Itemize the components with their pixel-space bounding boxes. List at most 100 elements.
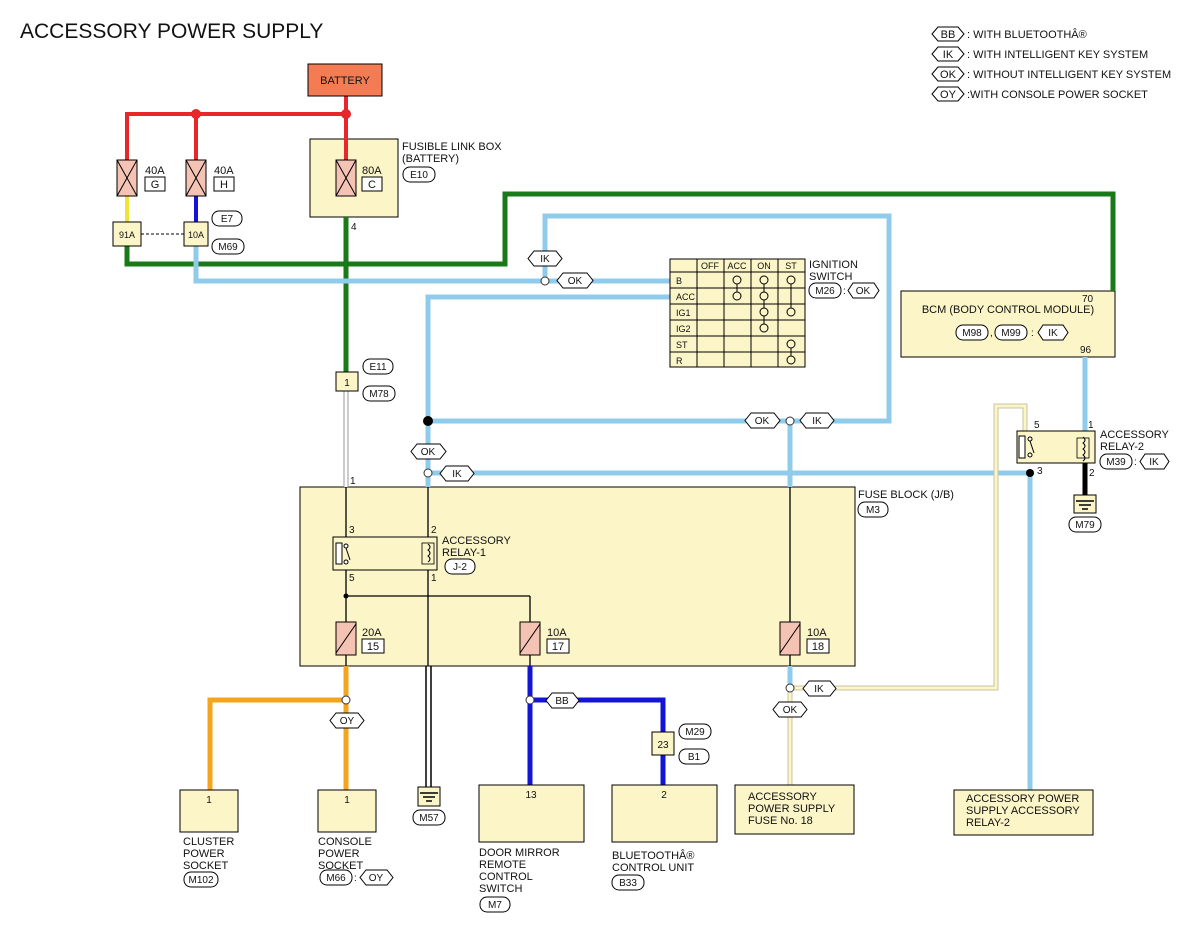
splices xyxy=(191,109,1034,705)
fuse-10a-small xyxy=(183,221,209,247)
bcm-name: BCM (BODY CONTROL MODULE) xyxy=(922,304,1094,316)
legend-code: OY xyxy=(940,89,957,101)
ign-row-ig2: IG2 xyxy=(676,324,691,334)
diagram-label: CONTROL UNIT xyxy=(612,862,694,874)
ign-row-r: R xyxy=(676,356,683,366)
conn-m66: M66 xyxy=(326,873,346,884)
fuse-17-num: 17 xyxy=(552,641,564,653)
diagram-label: OK xyxy=(755,416,770,427)
fuse-h: 40A H xyxy=(185,159,235,197)
ignition-opt-ok: OK xyxy=(856,286,871,297)
ign-col-off: OFF xyxy=(701,261,719,271)
fuse-c-letter: C xyxy=(368,179,376,191)
conn-m3: M3 xyxy=(866,505,880,516)
relay2-pin2: 2 xyxy=(1089,468,1095,479)
legend-code: BB xyxy=(941,29,956,41)
relay2-pin5: 5 xyxy=(1034,420,1040,431)
conn-m29: M29 xyxy=(685,727,705,738)
ign-col-acc: ACC xyxy=(727,261,747,271)
relay2-label-2: RELAY-2 xyxy=(1100,441,1144,453)
fuse-block-internal xyxy=(345,487,791,666)
ground-m57: M57 xyxy=(412,786,446,826)
diagram-label: ACCESSORY xyxy=(748,791,818,803)
relay1-pin5: 5 xyxy=(349,573,355,584)
diagram-label: IK xyxy=(452,469,462,480)
page-title: ACCESSORY POWER SUPPLY xyxy=(20,20,323,43)
tag-ok-fuseblock: OK xyxy=(410,443,447,460)
tag-ik-fuseblock: IK xyxy=(439,465,475,482)
diagram-label: IK xyxy=(814,684,824,695)
tag-bb: BB xyxy=(545,692,580,709)
relay2-label-1: ACCESSORY xyxy=(1100,429,1170,441)
tag-ok-fuse18: OK xyxy=(772,701,808,718)
fuse-c: 80A C xyxy=(335,159,383,197)
fuse-18-num: 18 xyxy=(812,641,824,653)
conn-m39: M39 xyxy=(1106,457,1126,468)
diagram-label: : xyxy=(354,873,357,884)
bluetooth-control-unit: 2 BLUETOOTHÂ® CONTROL UNIT B33 xyxy=(611,784,718,891)
ign-row-acc: ACC xyxy=(676,292,696,302)
conn-m26: M26 xyxy=(815,286,835,297)
accessory-relay-2-ref: ACCESSORY POWER SUPPLY ACCESSORY RELAY-2 xyxy=(953,789,1094,836)
legend-text: : WITH BLUETOOTHÂ® xyxy=(967,28,1087,41)
fuse-block-label: FUSE BLOCK (J/B) xyxy=(858,489,954,501)
tag-ok-ignition: OK xyxy=(556,272,594,289)
conn-m99: M99 xyxy=(1001,328,1021,339)
diagram-label: SUPPLY ACCESSORY xyxy=(966,805,1080,817)
conn-e7: E7 xyxy=(221,214,234,225)
fusible-link-pin: 4 xyxy=(351,222,357,233)
diagram-label: 2 xyxy=(661,790,667,801)
conn-m102: M102 xyxy=(188,875,213,886)
diagram-label: OY xyxy=(340,716,355,727)
ign-col-on: ON xyxy=(757,261,771,271)
relay2-opt-ik: IK xyxy=(1149,457,1159,468)
legend-text: : WITH INTELLIGENT KEY SYSTEM xyxy=(967,49,1148,61)
ignition-label-2: SWITCH xyxy=(809,271,852,283)
fuse-g-amp: 40A xyxy=(145,165,165,177)
battery-label: BATTERY xyxy=(320,75,370,87)
ground-m79-box xyxy=(1073,494,1097,514)
fuse-17-amp: 10A xyxy=(547,627,567,639)
diagram-label: RELAY-2 xyxy=(966,817,1010,829)
accessory-relay-1 xyxy=(332,536,438,571)
legend-item-oy: OY :WITH CONSOLE POWER SOCKET xyxy=(931,86,1148,102)
legend-item-ik: IK : WITH INTELLIGENT KEY SYSTEM xyxy=(931,46,1148,62)
ign-row-b: B xyxy=(676,276,682,286)
fuse-91a xyxy=(112,221,142,247)
cluster-power-socket: 1 CLUSTER POWER SOCKET M102 xyxy=(179,789,239,888)
diagram-label: SOCKET xyxy=(183,860,229,872)
diagram-label: ACCESSORY POWER xyxy=(966,793,1079,805)
fuse-block-box xyxy=(299,486,856,667)
tag-ik-mid: IK xyxy=(799,412,835,429)
diagram-label: OK xyxy=(568,276,583,287)
diagram-label: BB xyxy=(555,696,569,707)
conn-j2: J-2 xyxy=(453,562,467,573)
bcm-opt-ik: IK xyxy=(1048,328,1058,339)
fuse-18-amp: 10A xyxy=(807,627,827,639)
diagram-label: CLUSTER xyxy=(183,836,234,848)
fusible-link-conn: E10 xyxy=(410,170,428,181)
conn-m98: M98 xyxy=(962,328,982,339)
fuse-17: 10A 17 xyxy=(519,621,570,656)
tag-oy: OY xyxy=(329,712,365,729)
diagram-label: IK xyxy=(540,254,550,265)
diagram-label: POWER xyxy=(183,848,225,860)
joint-connector xyxy=(335,371,359,392)
conn-m69: M69 xyxy=(218,242,238,253)
green-wire-bcm xyxy=(124,191,1116,291)
fuse-91a-label: 91A xyxy=(119,230,135,240)
blue-wires xyxy=(527,666,666,785)
accessory-relay-2 xyxy=(1016,430,1096,464)
diagram-label: POWER SUPPLY xyxy=(748,803,836,815)
conn-b1: B1 xyxy=(688,752,701,763)
conn-m57: M57 xyxy=(419,813,439,824)
diagram-label: REMOTE xyxy=(479,859,526,871)
bcm-box xyxy=(900,290,1116,358)
diagram-label: BLUETOOTHÂ® xyxy=(612,849,694,862)
console-opt-oy: OY xyxy=(369,873,384,884)
diagram-label: CONTROL xyxy=(479,871,533,883)
legend-text: : WITHOUT INTELLIGENT KEY SYSTEM xyxy=(967,69,1171,81)
ign-row-ig1: IG1 xyxy=(676,308,691,318)
relay1-pin2: 2 xyxy=(431,525,437,536)
bt-connector xyxy=(651,731,675,756)
